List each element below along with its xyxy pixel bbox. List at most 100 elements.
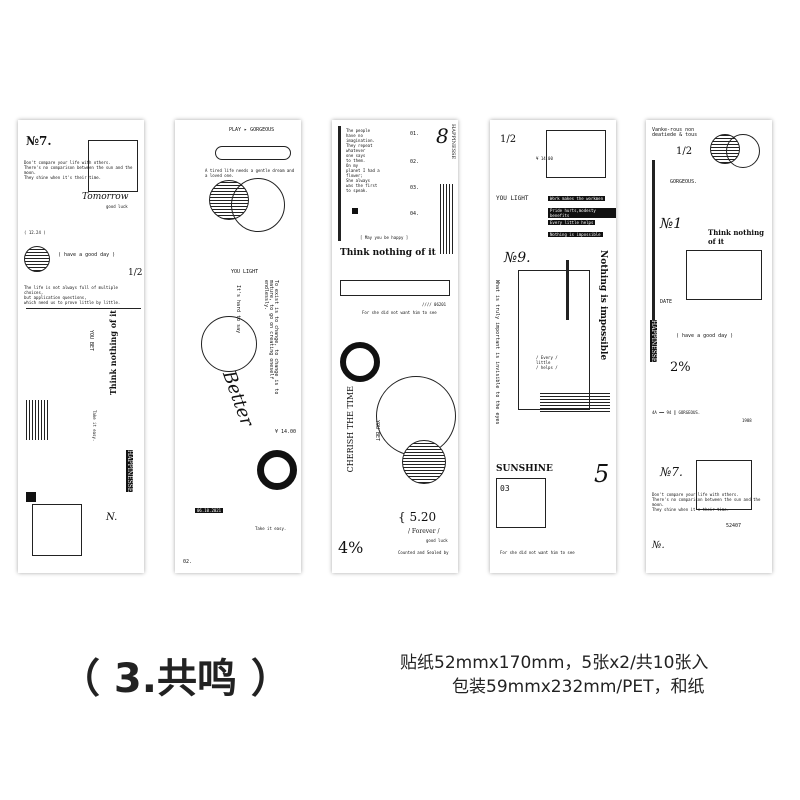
bar	[566, 260, 569, 320]
every-text: / Every / little / helps /	[536, 355, 558, 370]
you-light: YOU LIGHT	[231, 269, 259, 275]
think-text: Think nothing of it	[108, 310, 118, 396]
frame	[686, 250, 762, 300]
label-tag: Pride hurts,modesty benefits	[548, 208, 616, 218]
ring	[340, 342, 380, 382]
outline-circle	[726, 134, 760, 168]
think-text: Think nothing of it	[340, 248, 436, 258]
number: 03	[500, 484, 510, 493]
striped-circle	[24, 246, 50, 272]
sticker-strip-2: PLAY ▸ GORGEOUS A tired life needs a gen…	[175, 120, 301, 573]
think-text: Think nothing of it	[708, 228, 765, 246]
sunshine: SUNSHINE	[496, 464, 553, 474]
you-light: YOU LIGHT	[496, 195, 529, 202]
n2: 02.	[410, 159, 420, 165]
label-tag: Every little helps	[548, 220, 596, 225]
n1: №1	[660, 216, 683, 232]
black-square	[26, 492, 36, 502]
half: 1/2	[500, 134, 517, 145]
n-label: N.	[106, 512, 118, 523]
sticker-strip-1: №7. Don't compare your life with others.…	[18, 120, 144, 573]
exist-text: To exist is to change, to change is to m…	[263, 280, 279, 395]
may-text: [ May you be happy ]	[360, 235, 409, 240]
n3: 03.	[410, 185, 420, 191]
stripes	[540, 392, 610, 412]
price: ¥ 14.00	[275, 429, 297, 435]
n4: 04.	[410, 211, 420, 217]
forever: / Forever /	[408, 528, 440, 535]
black-square	[352, 208, 358, 214]
gorgeous: GORGEOUS.	[670, 179, 698, 185]
frame	[696, 460, 752, 510]
have-day: ( have a good day )	[676, 333, 734, 339]
product-title: （ 3.共鸣 ）	[60, 656, 291, 702]
cherish-text: CHERISH THE TIME	[346, 386, 355, 473]
spec-line-1: 贴纸52mmx170mm，5张x2/共10张入	[400, 653, 709, 673]
frame	[32, 504, 82, 556]
spec-line-2: 包装59mmx232mm/PET，和纸	[452, 677, 705, 697]
bar	[652, 160, 655, 320]
big-five: 5	[594, 460, 610, 488]
good-luck: good luck	[106, 204, 128, 209]
half: 1/2	[128, 268, 143, 278]
take-it-easy: Take it easy.	[92, 410, 97, 442]
code: 52407	[726, 523, 742, 529]
good-luck: good luck	[426, 538, 448, 543]
impossible-text: Nothing is impossible	[598, 250, 608, 361]
dream-text: For she did not want him to see	[500, 550, 575, 555]
date-label: DATE	[660, 299, 673, 305]
percent: 4%	[338, 538, 364, 557]
you-bet: YOU BET	[88, 330, 94, 352]
frame	[88, 140, 138, 192]
label-tag: Nothing is impossible	[548, 232, 603, 237]
sticker-strip-5: Vanke-rous non deatiede & tous 1/2 GORGE…	[646, 120, 772, 573]
date: 06.10.2021	[195, 508, 224, 513]
frame	[340, 280, 450, 296]
label-tag: Work makes the workmen	[548, 196, 605, 201]
have-day: ( have a good day )	[58, 252, 116, 258]
outline-circle	[201, 316, 257, 372]
date-big: { 5.20	[398, 510, 437, 524]
outline-circle	[231, 178, 285, 232]
number-label: №7.	[26, 134, 52, 148]
percent: 2%	[670, 360, 691, 375]
big-eight: 8	[436, 124, 449, 148]
frame	[496, 478, 546, 528]
happinesse-label: HAPPINESSE	[450, 124, 456, 160]
half: 1/2	[676, 146, 693, 157]
ring	[257, 450, 297, 490]
year: 1988	[742, 418, 752, 423]
script-text: Tomorrow	[82, 192, 129, 202]
frame	[546, 130, 606, 178]
happinesse-label: HAPPINESSE	[650, 320, 657, 363]
barcode	[440, 184, 454, 254]
quote: Don't compare your life with others. The…	[652, 492, 761, 512]
truly-text: What is truly important is invisible to …	[494, 280, 500, 425]
vows-text: Vanke-rous non deatiede & tous	[652, 127, 698, 138]
divider	[26, 308, 141, 309]
code: //// 06201	[422, 302, 447, 307]
date: ( 12.24 )	[24, 230, 46, 235]
quote: Don't compare your life with others. The…	[24, 160, 133, 180]
dream-text: For she did not want him to see	[362, 310, 437, 315]
barcode	[26, 400, 48, 440]
gorgeous-line: 4A ══ 94 ║ GORGEOUS.	[652, 410, 701, 415]
striped-circle	[402, 440, 446, 484]
take-it-easy: Take it easy.	[255, 526, 287, 531]
n9: №9.	[504, 250, 531, 266]
frame	[518, 270, 590, 410]
small-text: The life is not always full of multiple …	[24, 285, 121, 305]
happinesse-label: HAPPINESSE	[126, 450, 133, 493]
pill-frame	[215, 146, 291, 160]
quote: A tired life needs a gentle dream and a …	[205, 168, 295, 178]
price: ¥ 14.00	[536, 156, 553, 161]
n1: 01.	[410, 131, 420, 137]
sticker-strip-4: 1/2 ¥ 14.00 YOU LIGHT Work makes the wor…	[490, 120, 616, 573]
bar	[338, 126, 341, 241]
n-label: №.	[652, 540, 665, 551]
n7: №7.	[660, 465, 683, 479]
play-label: PLAY ▸ GORGEOUS	[229, 127, 275, 133]
counted-text: Counted and Sealed by	[398, 550, 449, 555]
script-better: Better	[218, 367, 258, 430]
sticker-strip-3: The people have no imagination. They rep…	[332, 120, 458, 573]
